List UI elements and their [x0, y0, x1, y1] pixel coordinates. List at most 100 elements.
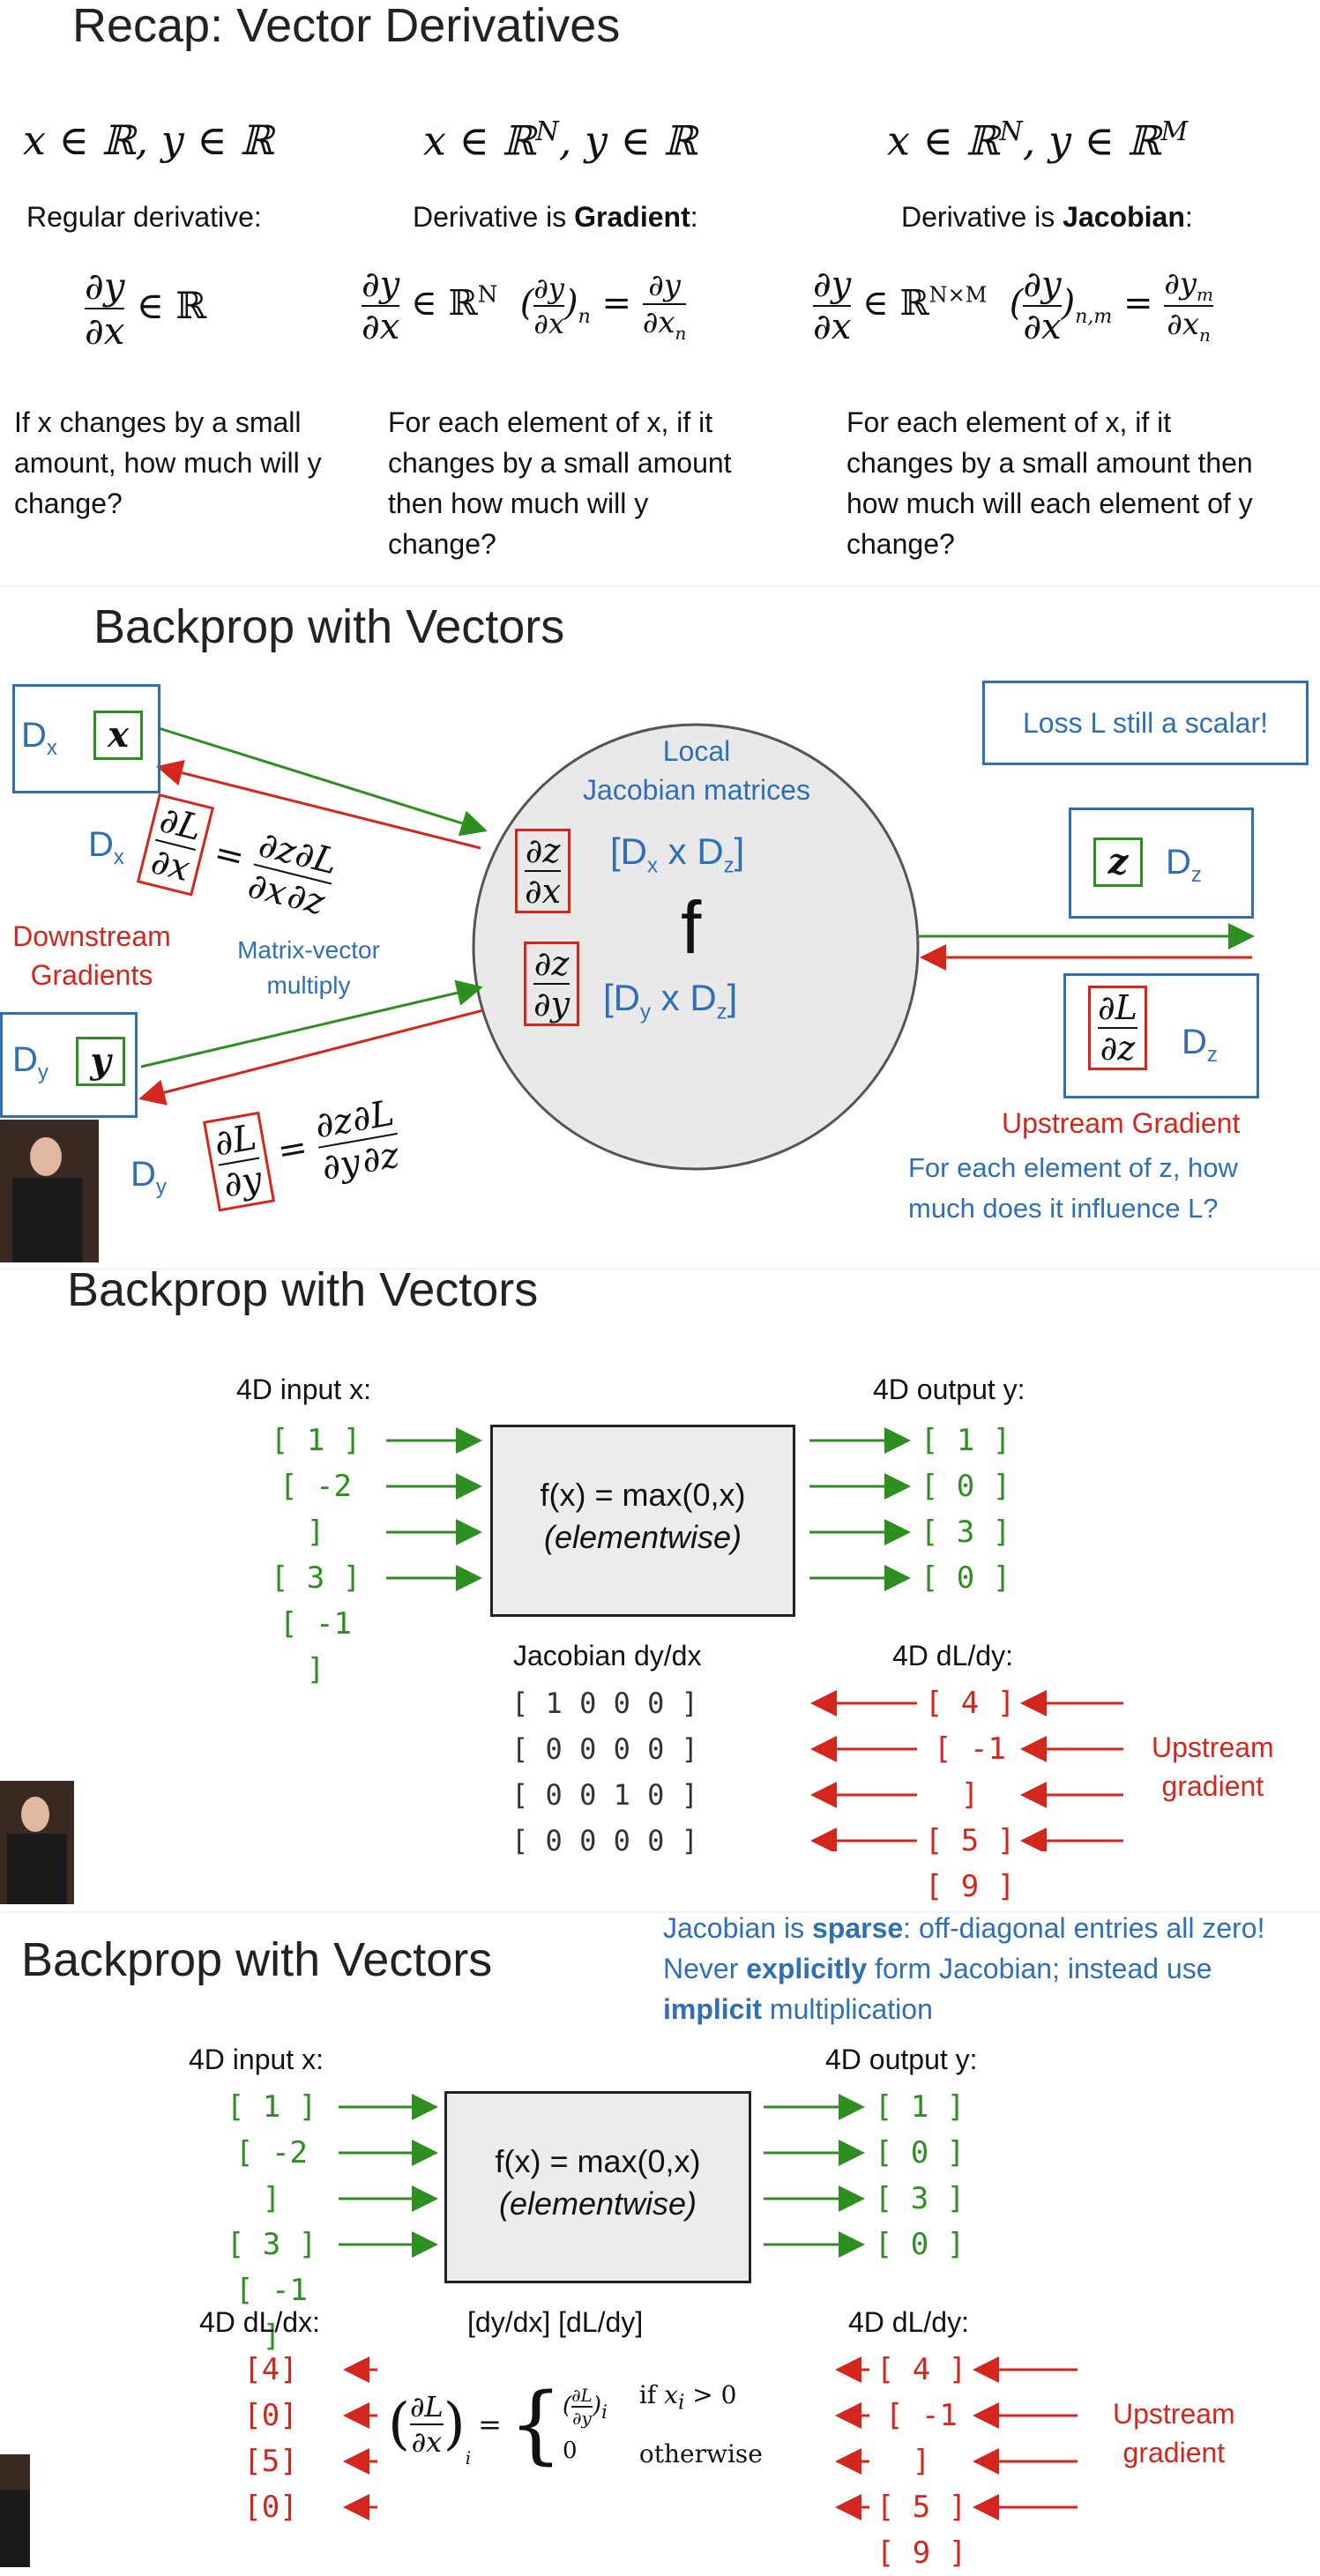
s3-jacobian-label: Jacobian dy/dx	[513, 1640, 702, 1671]
recap-subtitle-1: Regular derivative:	[26, 201, 262, 233]
upstream-gradient-label: Upstream Gradient	[1002, 1107, 1241, 1139]
z-var-box: z	[1093, 838, 1143, 887]
s4-dldx-1: [0]	[243, 2398, 298, 2433]
s3-jac-row-0: [ 1 0 0 0 ]	[511, 1686, 698, 1720]
s3-jac-row-2: [ 0 0 1 0 ]	[511, 1778, 698, 1812]
s3-dldy-2: [ 5 ]	[924, 1823, 1016, 1858]
s3-inputs: [ 1 ] [ -2 ] [ 3 ] [ -1 ]	[263, 1418, 369, 1693]
dx-box	[12, 684, 160, 793]
dz-dx-box: ∂z∂x	[515, 829, 571, 913]
dz-box	[1069, 808, 1254, 919]
s4-func-elementwise: (elementwise)	[498, 2185, 697, 2222]
s4-input-3: [ -1 ]	[235, 2273, 308, 2354]
s3-dldy-0: [ 4 ]	[924, 1686, 1016, 1721]
s4-output-label: 4D output y:	[825, 2044, 978, 2075]
s3-input-2: [ 3 ]	[270, 1560, 362, 1596]
backprop-title-2: Backprop with Vectors	[67, 1263, 539, 1316]
recap-desc-3: For each element of x, if it changes by …	[846, 406, 1253, 560]
recap-domain-3: x ∈ ℝN, y ∈ ℝM	[887, 116, 1189, 165]
s3-dldy-3: [ 9 ]	[924, 1869, 1016, 1904]
s3-jac-row-1: [ 0 0 0 0 ]	[511, 1732, 698, 1766]
recap-domain-1: x ∈ ℝ, y ∈ ℝ	[23, 116, 274, 164]
s3-jac-row-3: [ 0 0 0 0 ]	[511, 1824, 698, 1858]
s4-piecewise-formula: ( ∂L∂x )i = { (∂L∂y)i 0 if xi > 0 otherw…	[388, 2374, 763, 2474]
s3-func-elementwise: (elementwise)	[543, 1519, 742, 1555]
x-forward-arrow	[158, 726, 488, 837]
s3-outputs: [ 1 ] [ 0 ] [ 3 ] [ 0 ]	[917, 1418, 1014, 1601]
s4-dldy-0: [ 4 ]	[876, 2352, 967, 2387]
recap-formula-1: ∂y∂x ∈ ℝ	[85, 264, 207, 353]
dz-dx-dims: [Dx x Dz]	[610, 830, 745, 878]
s3-dldy-values: [ 4 ] [ -1 ] [ 5 ] [ 9 ]	[917, 1680, 1023, 1910]
s3-jacobian-matrix: [ 1 0 0 0 ] [ 0 0 0 0 ] [ 0 0 1 0 ] [ 0 …	[511, 1680, 698, 1864]
s4-dldx-0: [4]	[243, 2352, 298, 2387]
s4-output-1: [ 0 ]	[874, 2135, 966, 2170]
presenter-thumbnail-3	[0, 2454, 30, 2567]
s3-input-3: [ -1 ]	[280, 1606, 352, 1687]
recap-subtitle-2: Derivative is Gradient:	[413, 201, 698, 233]
s3-output-2: [ 3 ]	[920, 1515, 1011, 1550]
s4-dldy-3: [ 9 ]	[876, 2535, 967, 2571]
s4-sparse-note: Jacobian is sparse: off-diagonal entries…	[663, 1912, 1265, 2025]
y-var-box: y	[76, 1037, 125, 1086]
recap-subtitle-3: Derivative is Jacobian:	[901, 201, 1193, 233]
s3-dldy-label: 4D dL/dy:	[892, 1640, 1013, 1671]
s4-dldx-2: [5]	[243, 2444, 298, 2479]
s3-output-0: [ 1 ]	[920, 1423, 1011, 1458]
presenter-thumbnail	[0, 1120, 99, 1262]
dl-dz-box	[1063, 973, 1259, 1098]
recap-desc-2: For each element of x, if it changes by …	[388, 406, 732, 560]
s4-dldy-1: [ -1 ]	[885, 2398, 958, 2479]
s4-mult-label: [dy/dx] [dL/dy]	[467, 2306, 644, 2338]
backprop-diagram	[138, 723, 1255, 1171]
s4-dldx-values: [4] [0] [5] [0]	[231, 2347, 310, 2530]
s4-function-box: f(x) = max(0,x) (elementwise)	[444, 2091, 751, 2283]
s4-input-2: [ 3 ]	[226, 2227, 317, 2262]
backprop-title-1: Backprop with Vectors	[93, 600, 565, 653]
s3-func-expr: f(x) = max(0,x)	[540, 1477, 746, 1513]
s4-dldx-label: 4D dL/dx:	[199, 2306, 320, 2338]
x-backward-arrow	[156, 760, 481, 850]
dx-label: Dx	[21, 716, 57, 760]
function-f: f	[681, 886, 702, 969]
recap-domain-2: x ∈ ℝN, y ∈ ℝ	[423, 116, 697, 165]
s3-input-1: [ -2 ]	[280, 1469, 352, 1550]
s4-input-label: 4D input x:	[189, 2044, 324, 2075]
dz-label: Dz	[1166, 843, 1202, 887]
s4-dldy-values: [ 4 ] [ -1 ] [ 5 ] [ 9 ]	[873, 2347, 970, 2576]
s3-dldy-1: [ -1 ]	[934, 1731, 1006, 1813]
backprop-title-3: Backprop with Vectors	[21, 1933, 493, 1986]
s4-dldy-2: [ 5 ]	[876, 2490, 967, 2525]
s3-input-0: [ 1 ]	[270, 1423, 362, 1458]
s4-func-expr: f(x) = max(0,x)	[495, 2143, 701, 2179]
dy-label-2: Dy	[131, 1155, 167, 1199]
s4-dldx-3: [0]	[243, 2490, 298, 2525]
y-backward-arrow	[138, 1009, 484, 1106]
dy-label: Dy	[12, 1040, 48, 1084]
s3-output-1: [ 0 ]	[920, 1469, 1011, 1504]
s3-output-3: [ 0 ]	[920, 1560, 1011, 1596]
recap-formula-3: ∂y∂x ∈ ℝN×M (∂y∂x)n,m = ∂ym∂xn	[813, 264, 1213, 347]
s4-case-otherwise: otherwise	[638, 2438, 763, 2468]
s3-arrows	[386, 1427, 1123, 1851]
s4-arrows	[339, 2094, 1078, 2520]
presenter-thumbnail-2	[0, 1781, 74, 1904]
dl-dz-expression: ∂L∂z	[1088, 986, 1147, 1070]
s4-case-if: if	[638, 2380, 657, 2409]
dx-label-2: Dx	[88, 825, 124, 869]
y-forward-arrow	[140, 979, 483, 1068]
dy-box	[0, 1012, 138, 1118]
s4-output-0: [ 1 ]	[874, 2089, 966, 2125]
s3-function-box: f(x) = max(0,x) (elementwise)	[490, 1425, 795, 1617]
dz-dy-dims: [Dy x Dz]	[603, 977, 738, 1024]
s4-output-2: [ 3 ]	[874, 2181, 966, 2216]
s4-input-0: [ 1 ]	[226, 2089, 317, 2125]
dz-dy-box: ∂z∂y	[524, 942, 580, 1026]
s3-input-label: 4D input x:	[236, 1374, 371, 1405]
